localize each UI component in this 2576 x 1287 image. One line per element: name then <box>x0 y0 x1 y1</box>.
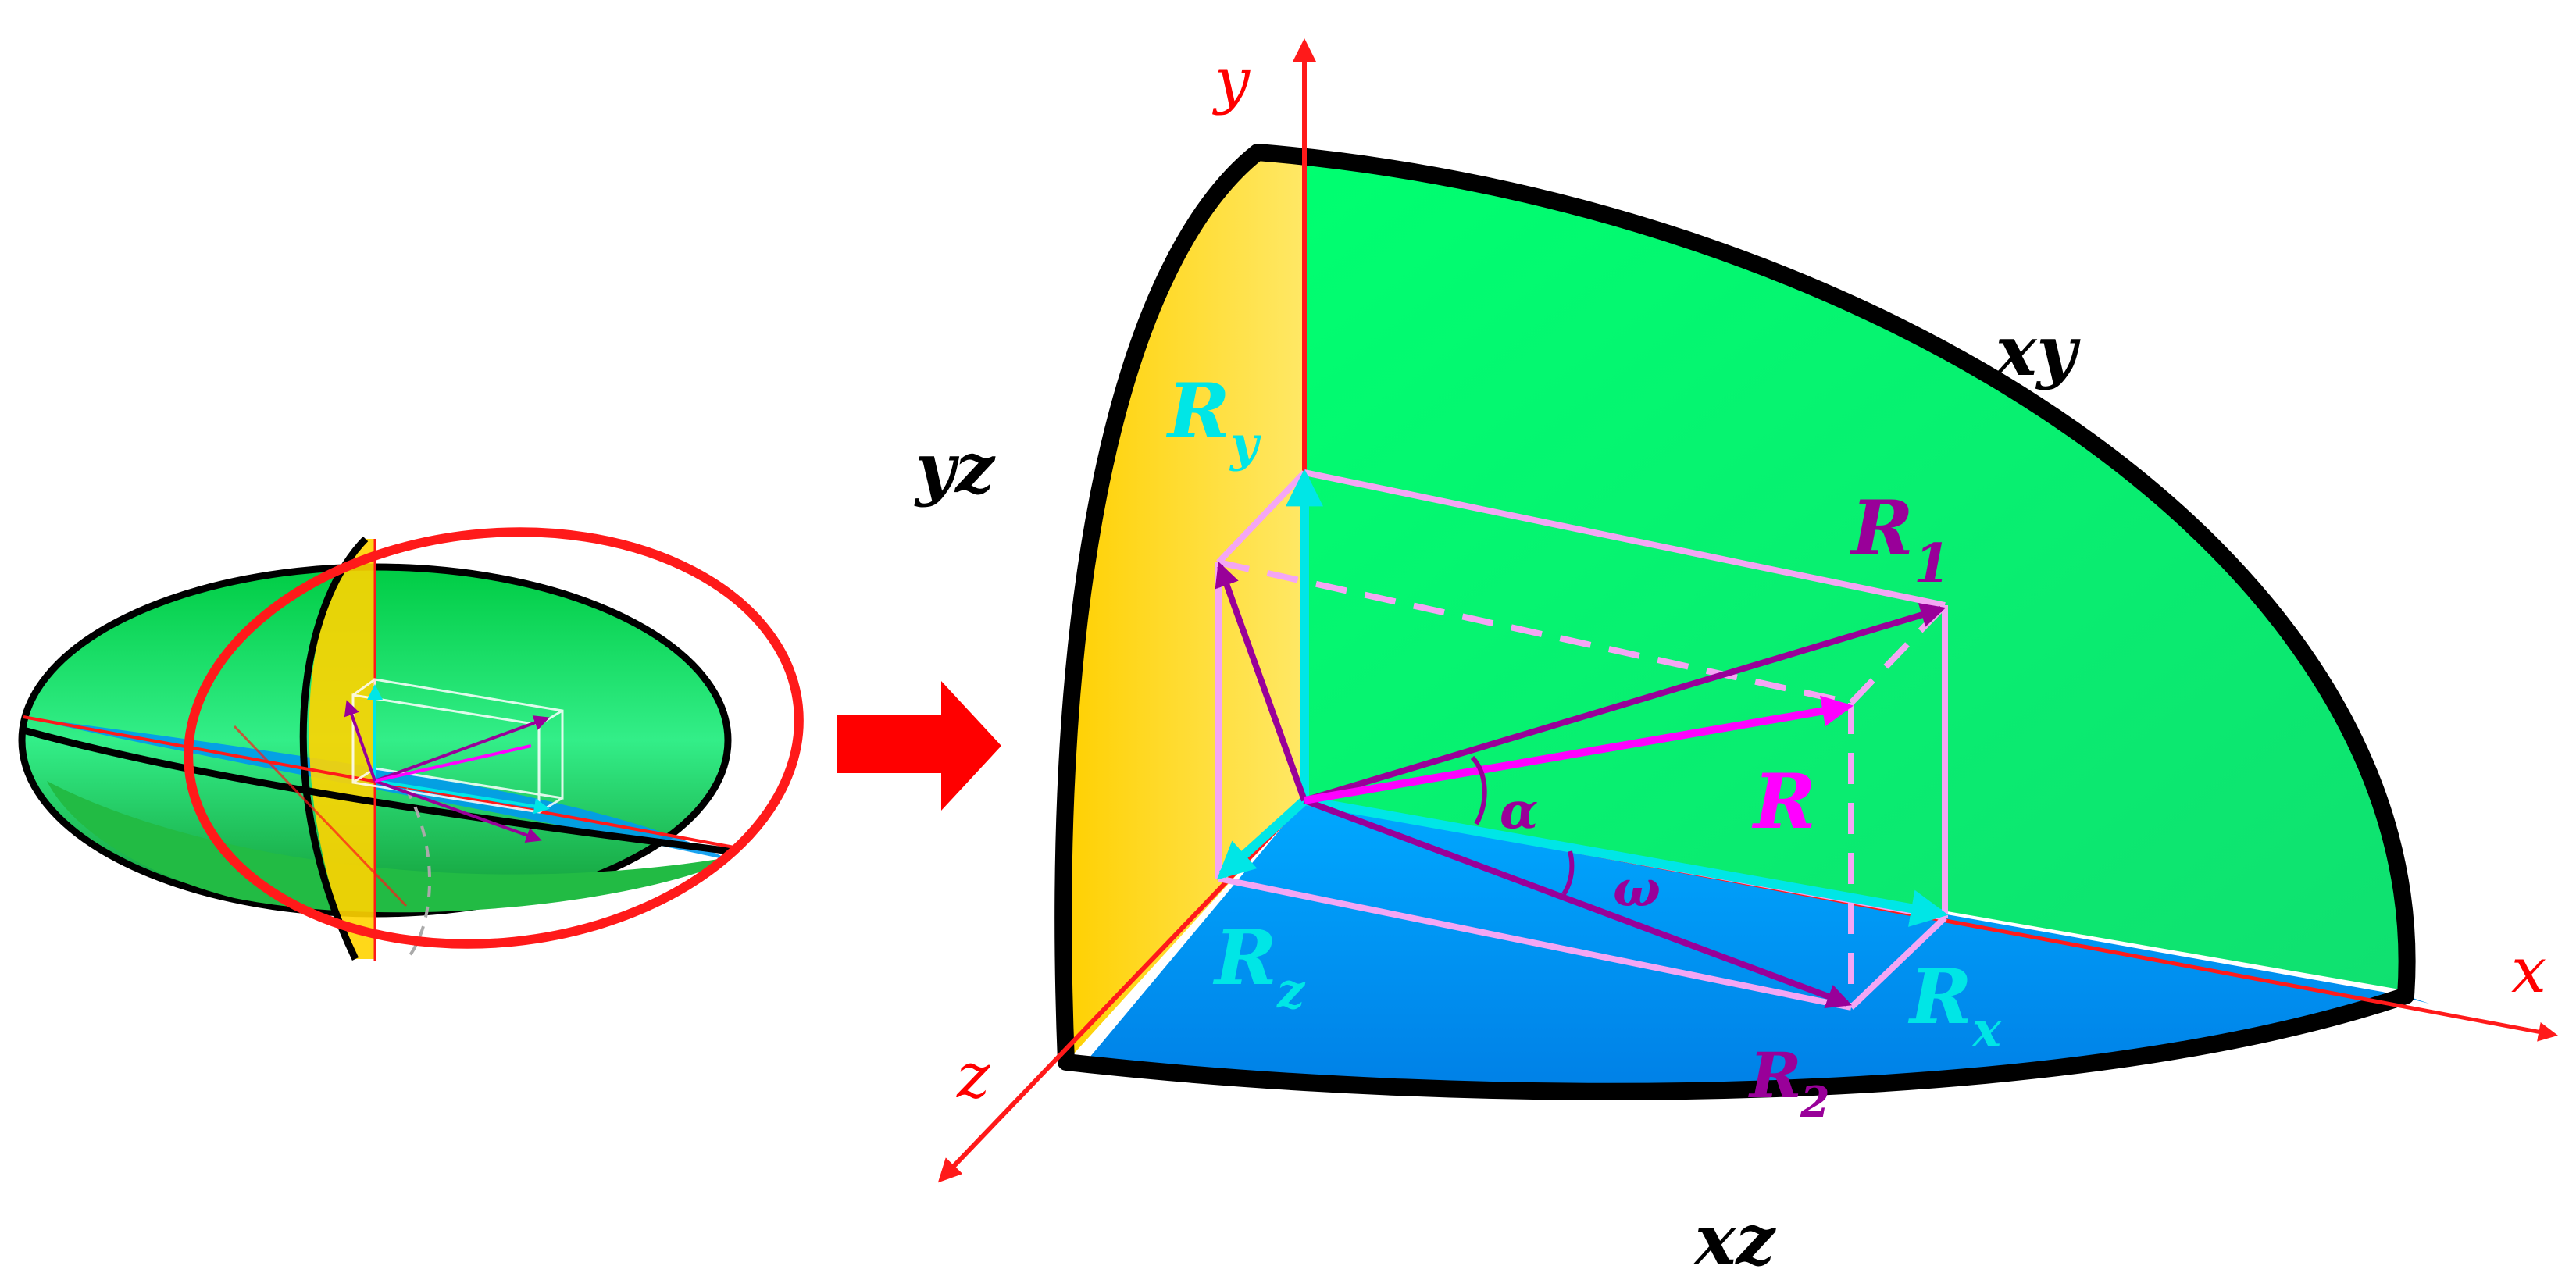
vector-r2 <box>1303 797 1852 1009</box>
label-r2-main: R <box>1748 1039 1801 1112</box>
label-plane-xy: xy <box>1994 310 2081 391</box>
label-r1: R 1 <box>1849 484 1950 595</box>
small-vector-r1 <box>374 715 550 783</box>
small-ellipsoid-lower-band <box>47 781 730 913</box>
small-vector-rz <box>344 700 376 782</box>
label-axis-z: z <box>956 1039 990 1112</box>
xz-plane <box>1086 800 2429 1092</box>
small-vector-rx <box>374 779 550 815</box>
label-angle-alpha: α <box>1500 782 1538 840</box>
small-vector-r2 <box>374 779 542 843</box>
angle-alpha-arc <box>1470 755 1487 825</box>
label-rz: R z <box>1212 914 1306 1019</box>
small-ellipsoid-yz-section <box>309 539 375 959</box>
label-rz-main: R <box>1212 914 1277 1002</box>
label-r2: R 2 <box>1748 1039 1830 1127</box>
label-plane-xz: xz <box>1693 1199 1776 1280</box>
vector-rx <box>1303 796 1949 927</box>
label-r2-sub: 2 <box>1800 1077 1830 1127</box>
small-ellipsoid-equator <box>22 726 731 855</box>
small-axis-z <box>233 725 408 907</box>
highlight-ellipse <box>184 527 804 949</box>
label-axis-x: x <box>2511 934 2546 1007</box>
label-axis-y: y <box>1212 44 1251 116</box>
label-rx-main: R <box>1907 953 1972 1041</box>
zoom-arrow-icon <box>837 681 1001 811</box>
label-rx: R x <box>1907 953 2002 1058</box>
label-ry-sub: y <box>1229 415 1261 472</box>
label-ry: R y <box>1165 367 1261 472</box>
large-octant <box>937 38 2558 1183</box>
label-rx-sub: x <box>1971 1001 2002 1058</box>
label-r1-sub: 1 <box>1914 533 1950 595</box>
label-rz-sub: z <box>1276 962 1306 1019</box>
vector-rz <box>1216 797 1308 880</box>
label-angle-omega: ω <box>1613 860 1661 918</box>
xy-plane <box>1304 160 2414 992</box>
label-ry-main: R <box>1165 367 1230 455</box>
vector-r1 <box>1303 603 1946 804</box>
octant-outline <box>1054 144 2416 1100</box>
vector-rz-purple <box>1215 561 1308 802</box>
vector-r <box>1304 695 1854 804</box>
angle-omega-arc <box>1561 850 1575 896</box>
small-ellipsoid-xz-section <box>23 717 730 861</box>
label-plane-yz: yz <box>914 427 996 508</box>
small-ellipsoid <box>18 527 804 962</box>
label-r: R <box>1751 758 1816 846</box>
label-r1-main: R <box>1849 484 1914 572</box>
small-back-dashed-arc <box>405 788 431 962</box>
yz-plane <box>1063 152 1304 1062</box>
small-vector-r <box>374 744 532 783</box>
